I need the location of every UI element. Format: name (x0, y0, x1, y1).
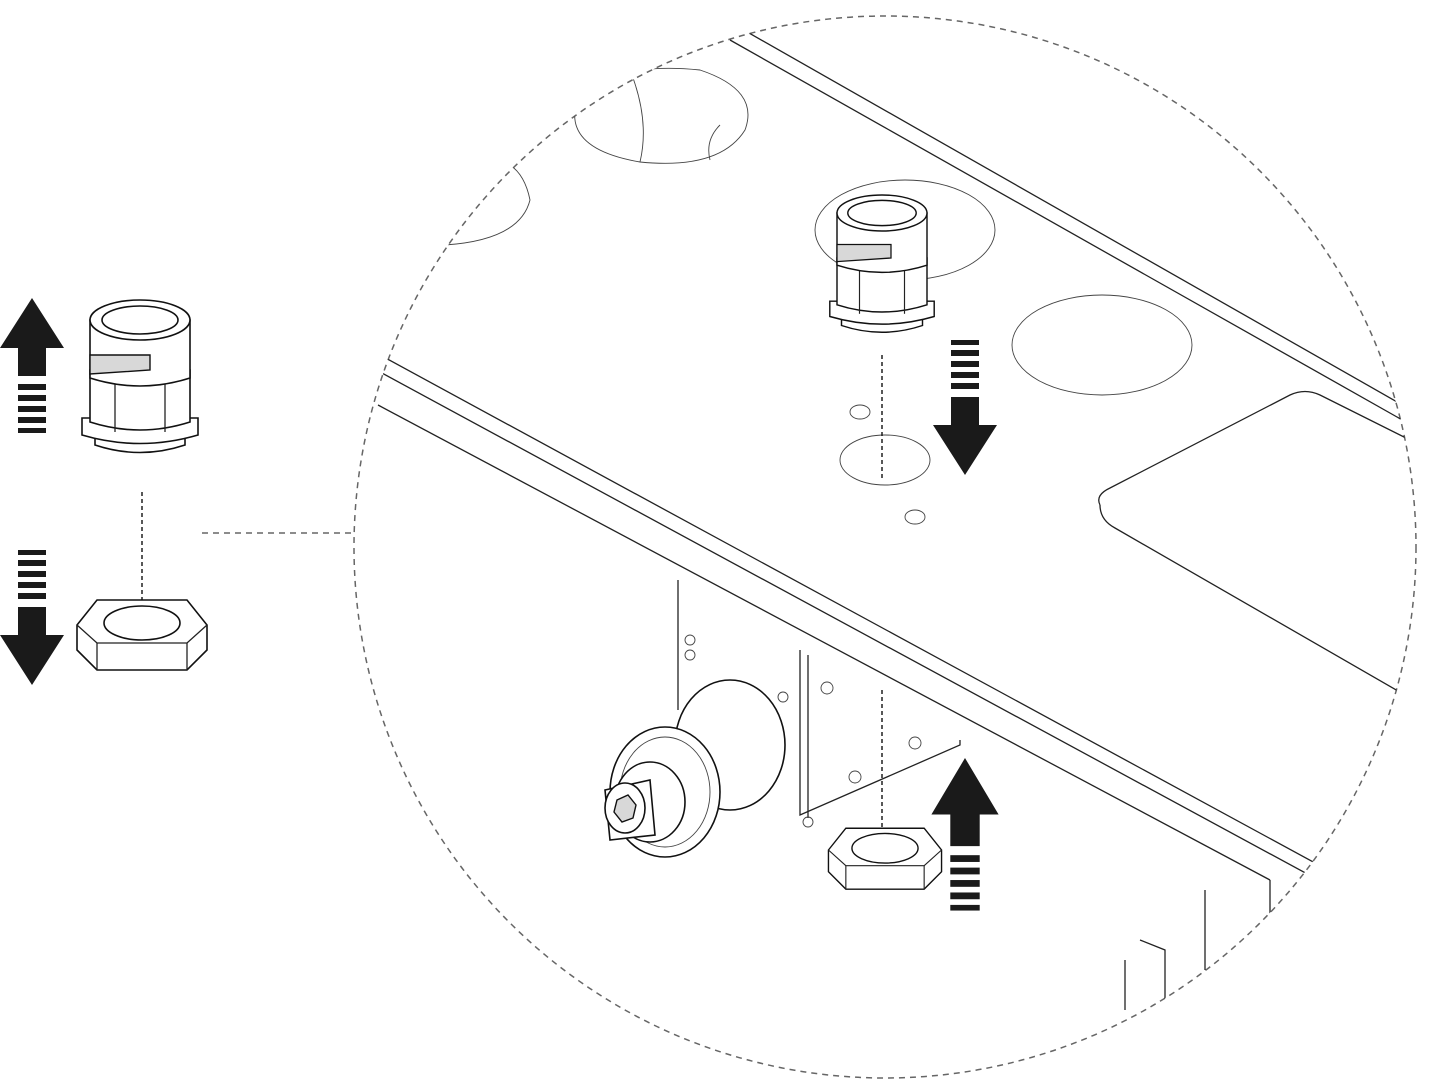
top-plate (377, 24, 1416, 1020)
arrow-down-icon (933, 340, 997, 475)
nut-installed (827, 827, 943, 890)
fitting-left (81, 299, 199, 454)
left-exploded-view (0, 298, 208, 685)
detail-callout-circle (353, 15, 1417, 1079)
arrow-up-icon (931, 758, 999, 911)
hex-socket-plug (604, 679, 786, 858)
nut-left (76, 599, 208, 671)
arrow-down-icon (0, 550, 64, 685)
detail-view (377, 24, 1416, 1020)
fitting-installed (829, 194, 935, 333)
arrow-up-icon (0, 298, 64, 433)
bracket (677, 580, 1206, 1010)
